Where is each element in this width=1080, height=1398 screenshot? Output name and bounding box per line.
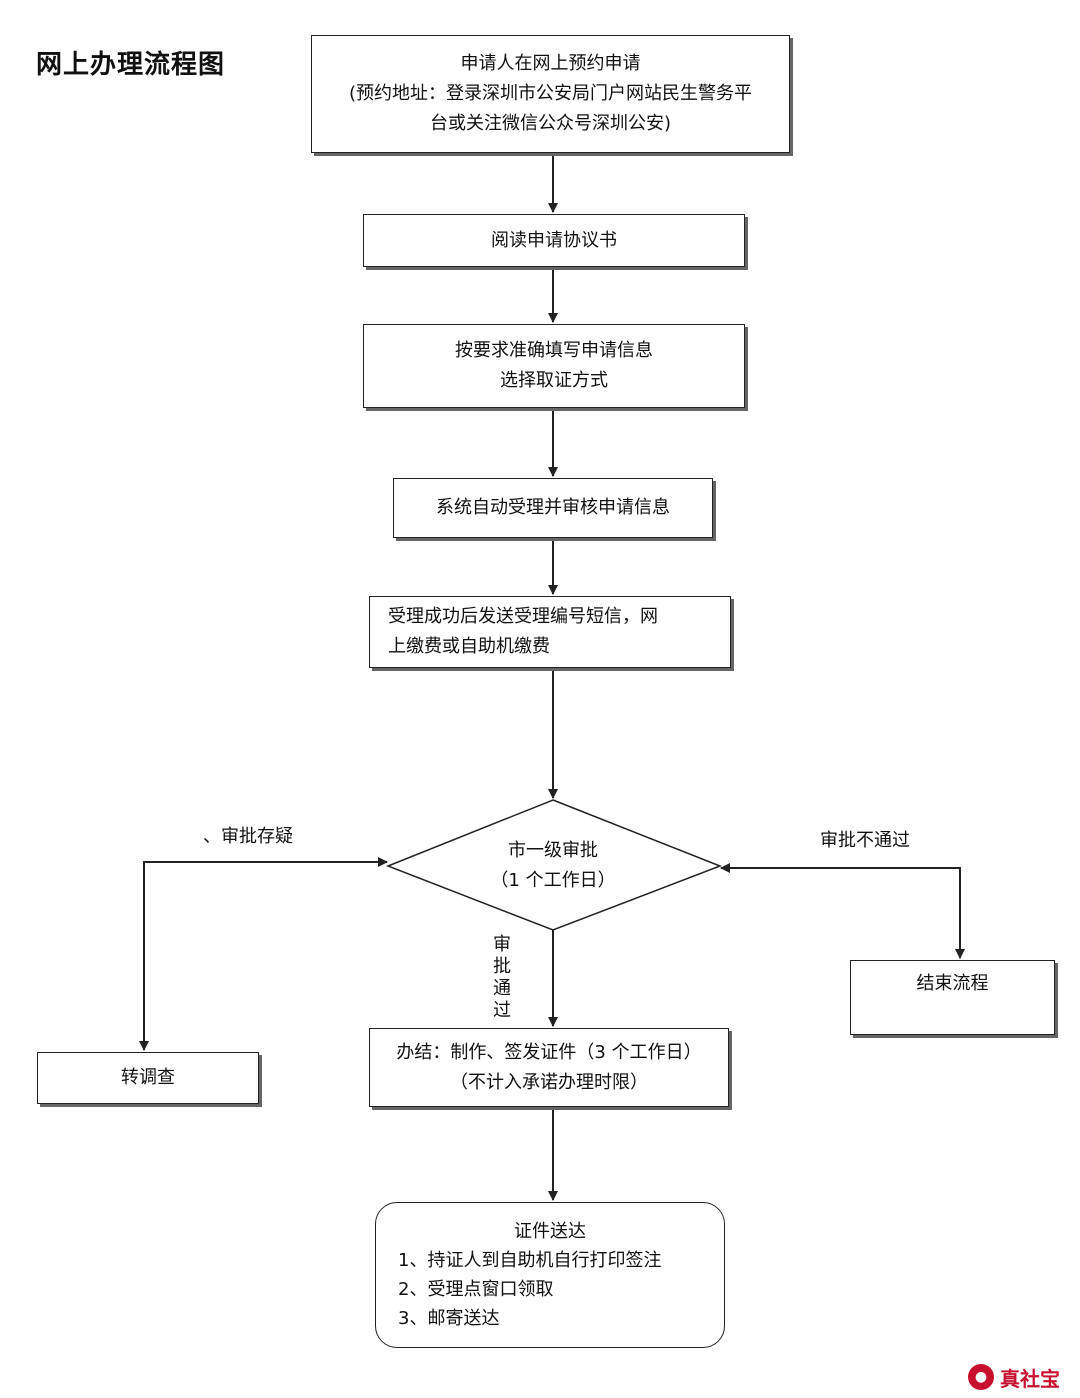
- decision-text: （1 个工作日）: [490, 870, 616, 891]
- step-online-appointment: 申请人在网上预约申请 (预约地址：登录深圳市公安局门户网站民生警务平 台或关注微…: [311, 35, 790, 153]
- step-text: 台或关注微信公众号深圳公安): [429, 113, 672, 134]
- step-certificate-delivery: 证件送达 1、持证人到自助机自行打印签注 2、受理点窗口领取 3、邮寄送达: [375, 1202, 725, 1348]
- delivery-item: 3、邮寄送达: [398, 1308, 500, 1329]
- step-payment: 受理成功后发送受理编号短信，网 上缴费或自助机缴费: [369, 596, 731, 668]
- step-investigate: 转调查: [37, 1052, 259, 1104]
- step-text: 受理成功后发送受理编号短信，网: [388, 606, 658, 627]
- arrow-reject-loop: [720, 863, 961, 958]
- page-title: 网上办理流程图: [36, 50, 226, 80]
- watermark-logo: ● 真社宝: [968, 1360, 1076, 1394]
- step-text: 阅读申请协议书: [491, 229, 617, 251]
- step-text: 选择取证方式: [500, 370, 608, 391]
- step-issue-certificate: 办结：制作、签发证件（3 个工作日） （不计入承诺办理时限）: [369, 1028, 729, 1107]
- step-fill-info: 按要求准确填写申请信息 选择取证方式: [363, 324, 745, 408]
- delivery-item: 2、受理点窗口领取: [398, 1279, 554, 1300]
- edge-label-approve: 审 批 通 过: [492, 934, 512, 1022]
- approve-char: 过: [493, 1000, 511, 1021]
- step-read-agreement: 阅读申请协议书: [363, 214, 745, 267]
- approve-char: 审: [493, 934, 511, 955]
- delivery-item: 1、持证人到自助机自行打印签注: [398, 1250, 662, 1271]
- step-text: 办结：制作、签发证件（3 个工作日）: [396, 1041, 702, 1063]
- approve-char: 通: [493, 978, 511, 999]
- approve-char: 批: [493, 956, 511, 977]
- step-text: 系统自动受理并审核申请信息: [436, 497, 670, 518]
- step-auto-review: 系统自动受理并审核申请信息: [393, 478, 713, 538]
- delivery-heading: 证件送达: [514, 1221, 586, 1242]
- step-text: (预约地址：登录深圳市公安局门户网站民生警务平: [348, 83, 753, 104]
- edge-label-doubt: 、审批存疑: [203, 826, 293, 847]
- step-text: （不计入承诺办理时限）: [450, 1071, 648, 1093]
- arrow-doubt-to-decision: [143, 857, 388, 1050]
- step-text: 申请人在网上预约申请: [460, 53, 641, 74]
- step-text: 转调查: [121, 1067, 175, 1088]
- step-text: 上缴费或自助机缴费: [388, 636, 550, 657]
- decision-diamond: [385, 799, 723, 931]
- edge-label-reject: 审批不通过: [820, 830, 910, 851]
- step-text: 按要求准确填写申请信息: [455, 340, 653, 361]
- logo-globe-icon: ●: [968, 1364, 994, 1390]
- decision-city-approval: 市一级审批 （1 个工作日）: [388, 836, 718, 896]
- step-end-process: 结束流程: [850, 960, 1055, 1035]
- step-text: 结束流程: [916, 973, 989, 994]
- decision-text: 市一级审批: [508, 840, 598, 861]
- watermark-name: 真社宝: [1000, 1366, 1060, 1391]
